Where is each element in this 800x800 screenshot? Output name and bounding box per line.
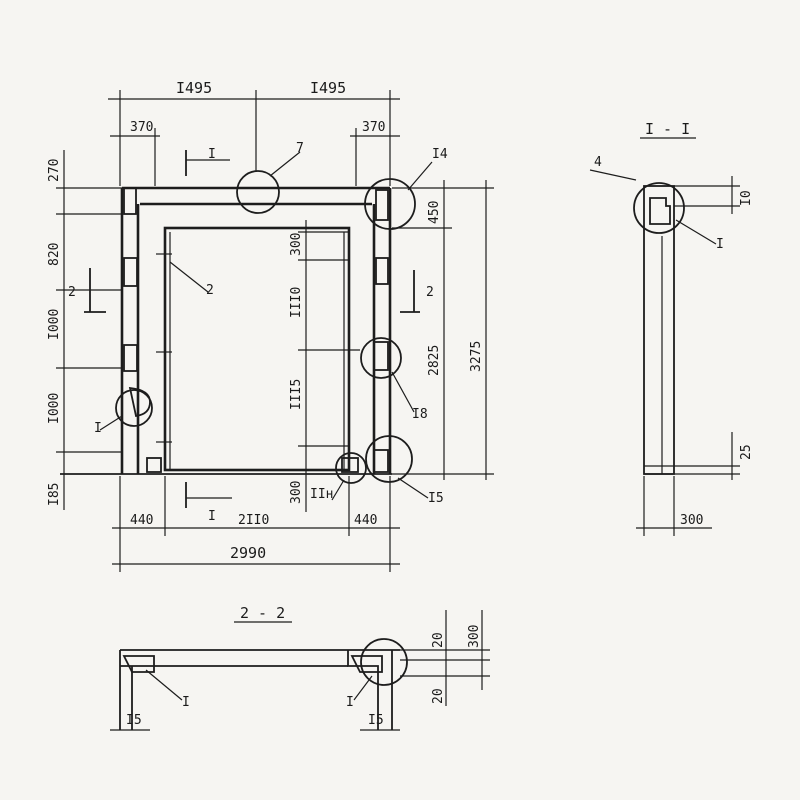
dim-inner-1110-label: III0: [289, 287, 304, 318]
section-2-2-leader-1-left: [145, 669, 183, 701]
section-1-1-dim-25-label: 25: [739, 444, 754, 460]
section-1-1-marker-4: 4: [594, 155, 602, 170]
dim-left-1000b-label: I000: [47, 393, 62, 424]
lug-left-1: [123, 257, 138, 287]
door-opening: [163, 226, 351, 472]
frame-elevation: [60, 170, 416, 484]
cut-1-top-label: I: [208, 147, 216, 162]
dim-left-1000a-label: I000: [47, 309, 62, 340]
leader-2: [169, 261, 209, 293]
detail-circle-7: [236, 170, 280, 214]
section-2-2-leader-1-right: [353, 675, 373, 701]
dim-inner-300top-label: 300: [289, 233, 304, 256]
section-2-2-marker-1-left: I: [182, 695, 190, 710]
section-1-1-detail-circle: [633, 182, 685, 234]
cut-1-bottom-label: I: [208, 509, 216, 524]
section-2-2-dim-300-label: 300: [467, 625, 482, 648]
section-2-2-dim-20-bottom-label: 20: [431, 688, 446, 704]
leader-15: [397, 477, 429, 499]
section-2-2-title: 2 - 2: [240, 604, 285, 622]
foot-left: [146, 457, 162, 473]
section-2-2-dim-20-top-label: 20: [431, 632, 446, 648]
foot-right: [341, 457, 359, 473]
section-1-1: I - I 4 I I0 25 300: [589, 120, 754, 536]
marker-18: I8: [412, 407, 428, 422]
section-2-2-marker-1-right: I: [346, 695, 354, 710]
lug-top-left: [123, 187, 137, 215]
dim-inner-1115-label: III5: [289, 379, 304, 410]
section-2-2-dim-15-left-label: I5: [126, 713, 142, 728]
dim-bottom-440-right-label: 440: [354, 513, 377, 528]
dim-bottom-440-left-label: 440: [130, 513, 153, 528]
dim-370-right-label: 370: [362, 120, 385, 135]
dim-left-185-label: I85: [47, 483, 62, 506]
detail-circle-11n: [335, 452, 367, 484]
dim-right-3275-label: 3275: [469, 341, 484, 372]
dim-370-left-label: 370: [130, 120, 153, 135]
leader-14: [407, 161, 433, 191]
leader-1: [99, 415, 123, 431]
section-1-1-leader-4: [589, 169, 637, 181]
section-1-1-dim-10-label: I0: [739, 190, 754, 206]
section-2-2-right-profile: [350, 655, 383, 673]
section-2-2-dim-15-right-label: I5: [368, 713, 384, 728]
dim-right-2825-label: 2825: [427, 345, 442, 376]
detail-circle-1: [115, 389, 153, 427]
leader-7: [269, 151, 301, 177]
detail-circle-18: [360, 337, 402, 379]
leader-18: [391, 371, 415, 413]
section-1-1-post: [643, 185, 675, 475]
section-2-2-left-profile: [122, 655, 155, 673]
dim-top-right-label: I495: [310, 79, 346, 97]
hinge-left: [128, 386, 151, 418]
section-2-2: 2 - 2 I I 20 300 20 I5 I5: [110, 604, 490, 731]
section-1-1-title: I - I: [645, 120, 690, 138]
section-1-1-marker-1: I: [716, 237, 724, 252]
dimensions-main: [56, 90, 494, 572]
detail-circle-15: [365, 435, 413, 483]
lug-right-1: [375, 257, 389, 285]
labels-main: I495 I495 370 370 270 820 I000 I000 I85 …: [47, 79, 484, 562]
dim-top-left-label: I495: [176, 79, 212, 97]
marker-7: 7: [296, 141, 304, 156]
cut-2-right-label: 2: [426, 285, 434, 300]
dim-bottom-2110-label: 2II0: [238, 513, 269, 528]
marker-11n: IIн: [310, 487, 333, 502]
dim-inner-300bottom-label: 300: [289, 481, 304, 504]
section-2-2-detail-circle: [360, 638, 408, 686]
leader-11n: [331, 479, 345, 501]
cut-2-left-label: 2: [68, 285, 76, 300]
section-1-1-leader-1: [675, 219, 717, 245]
marker-1-left: I: [94, 421, 102, 436]
section-2-2-right-post: [347, 650, 393, 730]
section-1-1-dim-300-label: 300: [680, 513, 703, 528]
lug-left-2: [123, 344, 138, 372]
marker-2: 2: [206, 283, 214, 298]
lug-right-3: [373, 449, 389, 473]
section-1-1-profile: [649, 197, 671, 225]
lug-right-2: [373, 341, 389, 371]
dim-right-450-label: 450: [427, 201, 442, 224]
marker-14: I4: [432, 147, 448, 162]
dim-bottom-2990-label: 2990: [230, 544, 266, 562]
marker-15: I5: [428, 491, 444, 506]
dim-left-270-label: 270: [47, 159, 62, 182]
lug-top-right: [375, 189, 389, 221]
dim-left-820-label: 820: [47, 243, 62, 266]
